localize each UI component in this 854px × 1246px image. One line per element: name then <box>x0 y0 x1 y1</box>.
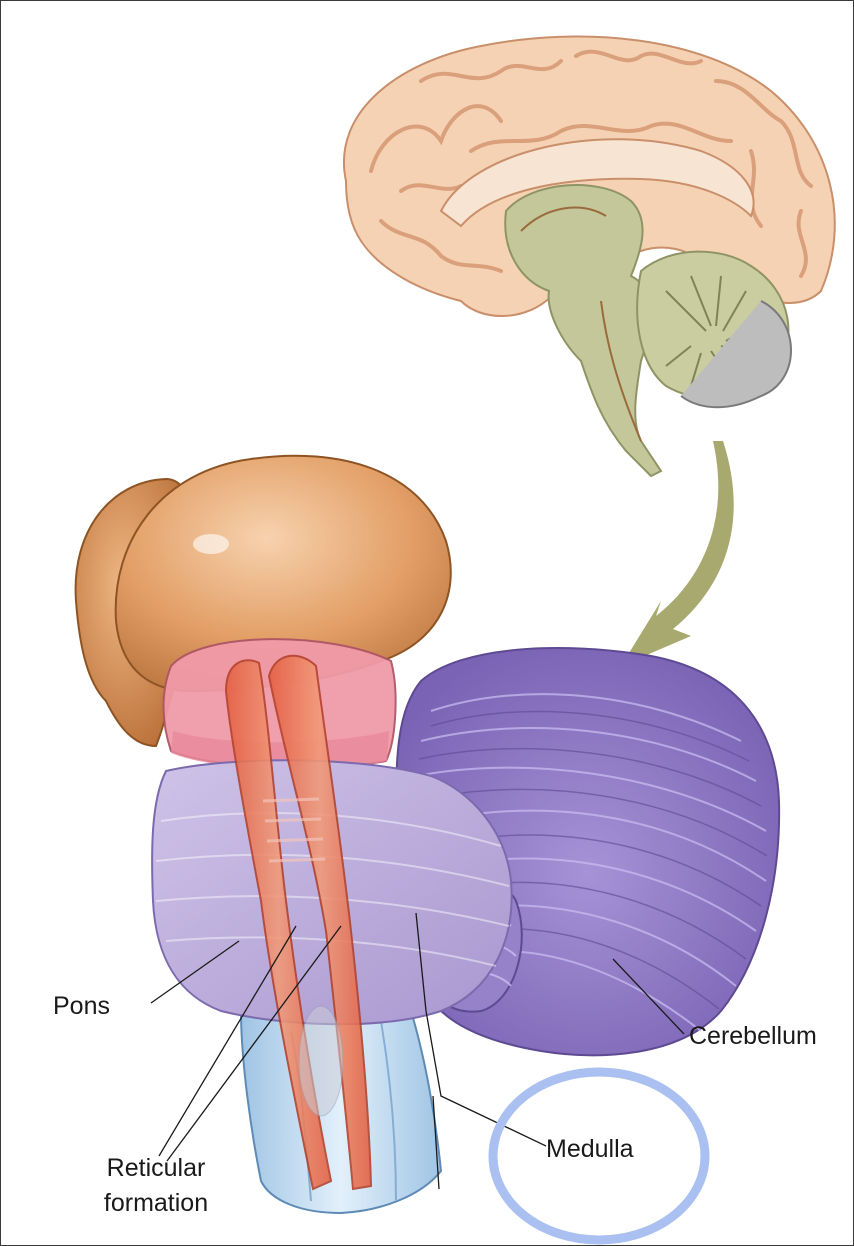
sagittal-brain <box>344 36 835 476</box>
direction-arrow <box>621 441 734 666</box>
label-reticular-line2: formation <box>81 1188 231 1218</box>
label-medulla: Medulla <box>546 1134 634 1164</box>
label-reticular-line1: Reticular <box>81 1153 231 1183</box>
label-cerebellum: Cerebellum <box>689 1021 817 1051</box>
label-pons: Pons <box>53 991 110 1021</box>
